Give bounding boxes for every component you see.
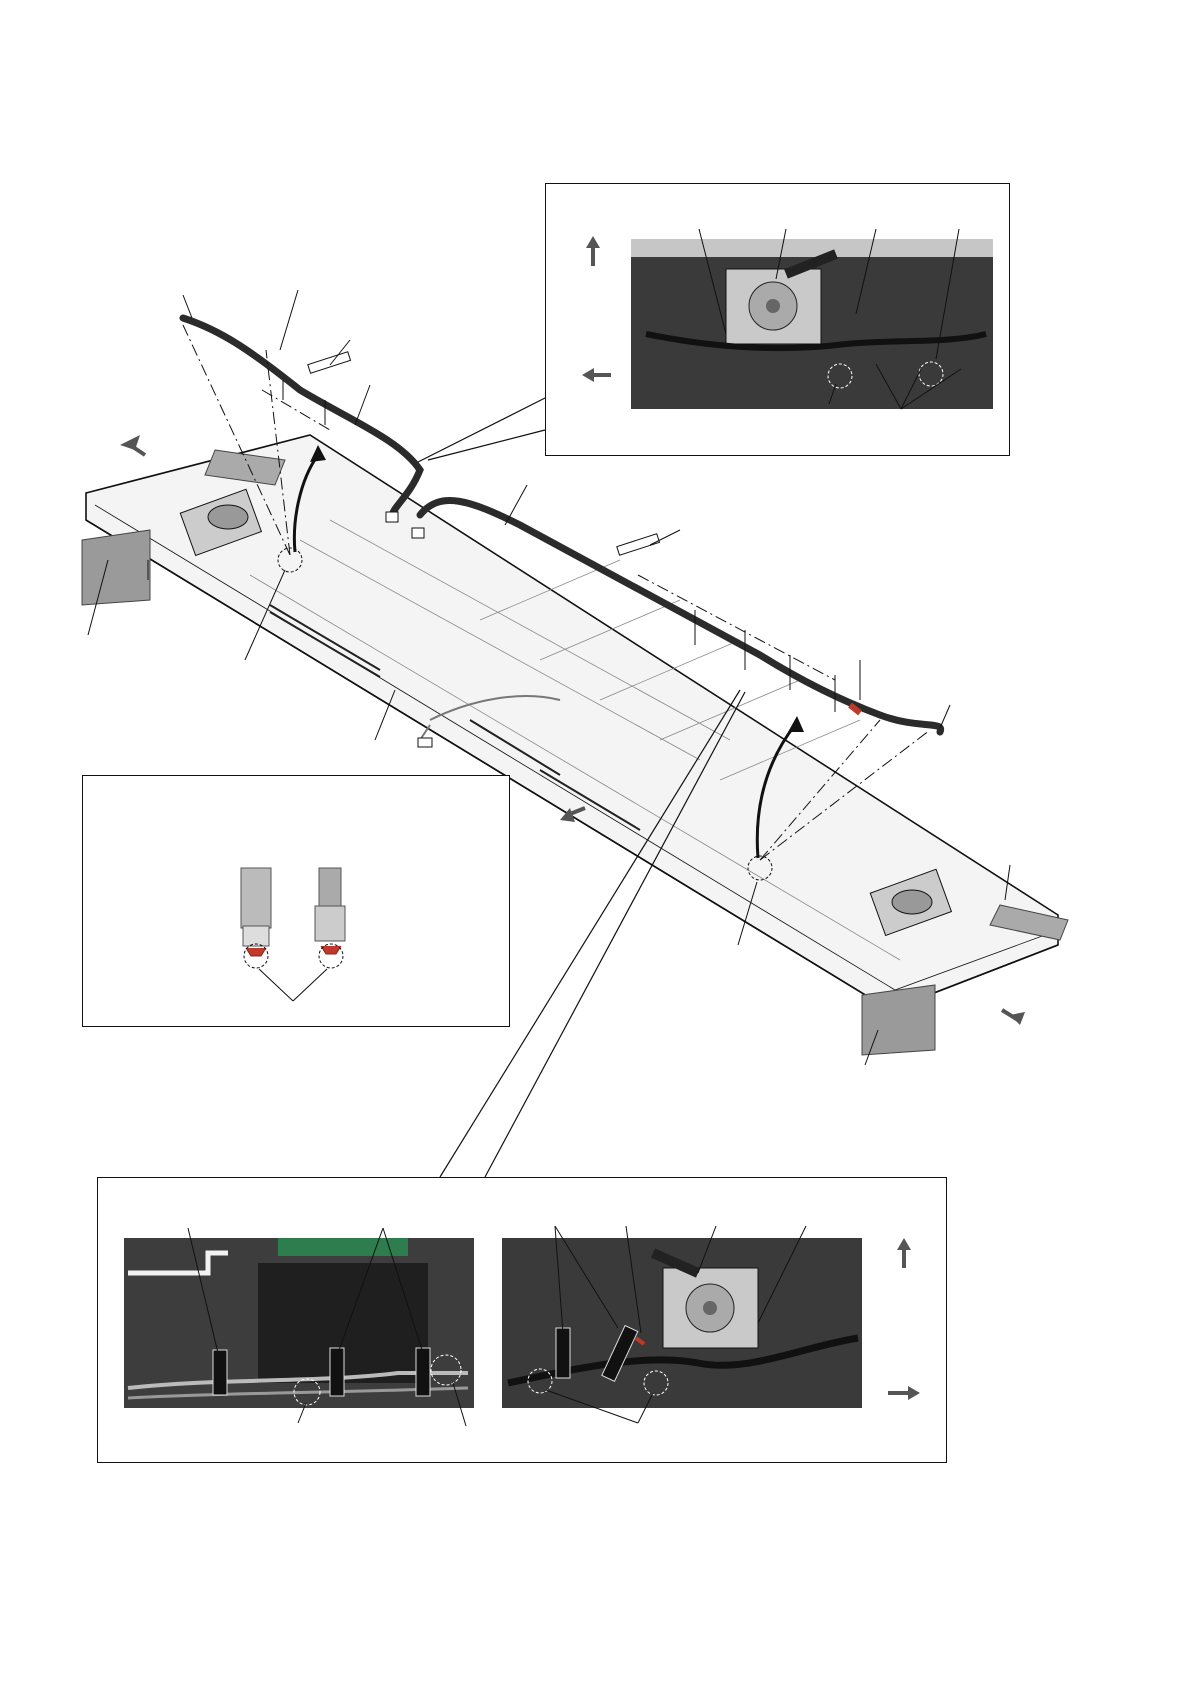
inset-speaker-detail-art xyxy=(546,184,1011,457)
terminal-icon xyxy=(241,868,271,956)
terminal-icon xyxy=(315,868,345,954)
terminal-icon xyxy=(418,738,432,747)
inset-terminal-detail-art xyxy=(83,776,511,1028)
arrow-left-icon xyxy=(582,368,611,382)
arrow-right-icon xyxy=(888,1386,920,1400)
arrow-up-icon xyxy=(788,716,804,732)
inset-wire-routing xyxy=(97,1177,947,1463)
terminal-icon xyxy=(386,512,398,522)
arrow-up-icon xyxy=(586,236,600,266)
tape-icon xyxy=(308,352,351,374)
terminal-icon xyxy=(412,528,424,538)
inset-speaker-detail xyxy=(545,183,1010,456)
inset-wire-routing-art xyxy=(98,1178,948,1464)
tape-icon xyxy=(617,534,660,556)
inset-terminal-detail xyxy=(82,775,510,1027)
direction-arrow-icon xyxy=(130,445,145,455)
arrow-up-icon xyxy=(897,1238,911,1268)
